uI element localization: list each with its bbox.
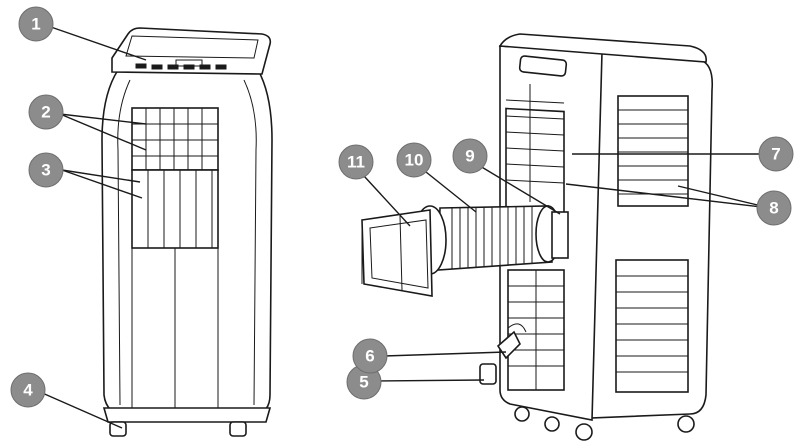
svg-text:10: 10 <box>405 151 424 170</box>
leader-lines <box>39 25 771 429</box>
rear-lower-grille <box>507 269 565 391</box>
svg-text:1: 1 <box>31 15 40 34</box>
side-upper-air-inlet-grille <box>617 95 689 207</box>
callout-8: 8 <box>756 190 792 226</box>
control-buttons <box>135 59 227 70</box>
svg-text:8: 8 <box>769 199 778 218</box>
upper-air-outlet-louvers <box>131 107 219 171</box>
front-casters <box>109 421 247 437</box>
callout-1: 1 <box>18 6 54 42</box>
callout-11: 11 <box>338 144 374 180</box>
svg-text:3: 3 <box>41 161 50 180</box>
svg-text:4: 4 <box>23 381 33 400</box>
callout-6: 6 <box>352 338 388 374</box>
svg-text:2: 2 <box>41 103 50 122</box>
callout-10: 10 <box>396 142 432 178</box>
rear-upper-grille <box>505 84 565 231</box>
callout-7: 7 <box>758 136 794 172</box>
callout-3: 3 <box>28 152 64 188</box>
svg-text:7: 7 <box>771 145 780 164</box>
exhaust-hose-assembly <box>361 205 569 297</box>
lower-air-outlet-louvers <box>131 169 219 249</box>
side-lower-air-inlet-grille <box>615 259 689 393</box>
svg-text:6: 6 <box>365 347 374 366</box>
svg-text:9: 9 <box>465 147 474 166</box>
callout-2: 2 <box>28 94 64 130</box>
callout-4: 4 <box>10 372 46 408</box>
rear-casters <box>514 406 695 441</box>
front-view-unit <box>101 27 273 437</box>
svg-text:5: 5 <box>359 373 368 392</box>
svg-text:11: 11 <box>347 153 365 172</box>
callout-9: 9 <box>452 138 488 174</box>
hose-corrugations <box>451 206 533 269</box>
